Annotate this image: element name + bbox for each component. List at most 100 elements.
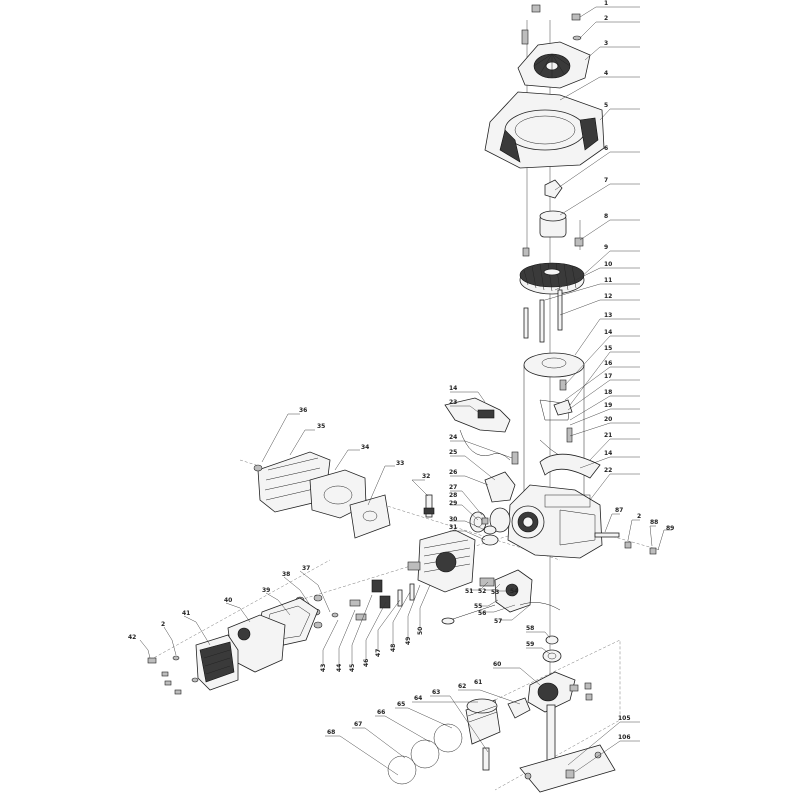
callout-49: 49 <box>405 637 412 645</box>
callout-55: 55 <box>474 603 482 610</box>
callout-30: 30 <box>449 516 457 523</box>
air-filter-screws <box>147 655 199 695</box>
callout-63: 63 <box>432 689 440 696</box>
callout-11: 11 <box>604 277 612 284</box>
callout-106: 106 <box>618 734 631 741</box>
callout-20: 20 <box>604 416 612 423</box>
callout-31: 31 <box>449 524 457 531</box>
callout-14-third: 14 <box>449 385 457 392</box>
starter-pulley-cover <box>517 41 591 89</box>
callout-36: 36 <box>299 407 307 414</box>
callout-24: 24 <box>449 434 457 441</box>
callout-64: 64 <box>414 695 422 702</box>
callout-26: 26 <box>449 469 457 476</box>
callout-41: 41 <box>182 610 190 617</box>
callout-58: 58 <box>526 625 534 632</box>
connecting-rod-bolts <box>569 682 593 701</box>
callout-40: 40 <box>224 597 232 604</box>
callout-38: 38 <box>282 571 290 578</box>
callout-42: 42 <box>128 634 136 641</box>
callout-67: 67 <box>354 721 362 728</box>
callout-1: 1 <box>604 0 608 7</box>
callout-54: 54 <box>510 588 518 595</box>
callout-53: 53 <box>491 589 499 596</box>
callout-22: 22 <box>604 467 612 474</box>
callout-61: 61 <box>474 679 482 686</box>
studs-and-bolts <box>523 289 563 343</box>
callout-6: 6 <box>604 145 608 152</box>
callout-35: 35 <box>317 423 325 430</box>
callout-46: 46 <box>363 659 370 667</box>
starter-cup-parts <box>522 179 584 257</box>
callout-27: 27 <box>449 484 457 491</box>
callout-43: 43 <box>320 664 327 672</box>
callout-34: 34 <box>361 444 369 451</box>
callout-21: 21 <box>604 432 612 439</box>
callout-66: 66 <box>377 709 385 716</box>
callout-8: 8 <box>604 213 608 220</box>
head-gasket-and-small-parts <box>481 517 499 546</box>
intake-port-parts <box>469 471 516 533</box>
leader-lines <box>139 6 672 776</box>
callout-29: 29 <box>449 500 457 507</box>
callout-labels: 1 2 3 4 5 6 7 8 9 10 11 12 13 14 15 16 1… <box>128 0 674 741</box>
callout-14-second: 14 <box>604 450 612 457</box>
callout-45: 45 <box>349 664 356 672</box>
callout-25: 25 <box>449 449 457 456</box>
ignition-coil <box>444 397 519 465</box>
callout-32: 32 <box>422 473 430 480</box>
cooling-shroud-column <box>523 352 591 500</box>
callout-9: 9 <box>604 244 608 251</box>
air-filter-housing <box>195 634 239 691</box>
callout-68: 68 <box>327 729 335 736</box>
carburetor <box>479 569 533 613</box>
callout-14: 14 <box>604 329 612 336</box>
callout-39: 39 <box>262 587 270 594</box>
nut-and-washer-top <box>521 4 582 45</box>
flywheel <box>519 262 585 295</box>
ignition-module-small-parts <box>539 379 601 479</box>
callout-47: 47 <box>375 649 382 657</box>
callout-56: 56 <box>478 610 486 617</box>
recoil-starter-housing <box>484 91 605 169</box>
callout-2-left: 2 <box>161 621 165 628</box>
callout-65: 65 <box>397 701 405 708</box>
callout-7: 7 <box>604 177 608 184</box>
callout-89: 89 <box>666 525 674 532</box>
callout-5: 5 <box>604 102 608 109</box>
valve-springs <box>349 579 415 621</box>
callout-19: 19 <box>604 402 612 409</box>
callout-10: 10 <box>604 261 612 268</box>
callout-16: 16 <box>604 360 612 367</box>
throttle-rod <box>441 602 561 625</box>
piston-and-rings <box>387 698 501 785</box>
callout-2: 2 <box>604 15 608 22</box>
right-side-bolts <box>594 532 657 555</box>
callout-87: 87 <box>615 507 623 514</box>
cylinder-head <box>407 529 476 593</box>
spark-plug <box>423 494 435 518</box>
callout-88: 88 <box>650 519 658 526</box>
callout-2-right: 2 <box>637 513 641 520</box>
valve-cover <box>227 614 286 673</box>
callout-57: 57 <box>494 618 502 625</box>
callout-44: 44 <box>336 664 343 672</box>
callout-18: 18 <box>604 389 612 396</box>
callout-48: 48 <box>390 644 397 652</box>
crankcase-block <box>507 484 603 559</box>
callout-62: 62 <box>458 683 466 690</box>
callout-51: 51 <box>465 588 473 595</box>
callout-23: 23 <box>449 399 457 406</box>
callout-52: 52 <box>478 588 486 595</box>
callout-59: 59 <box>526 641 534 648</box>
exhaust-gasket <box>349 494 391 539</box>
crank-bearing-parts <box>542 635 562 663</box>
callout-33: 33 <box>396 460 404 467</box>
callout-60: 60 <box>493 661 501 668</box>
callout-105: 105 <box>618 715 631 722</box>
callout-4: 4 <box>604 70 608 77</box>
callout-12: 12 <box>604 293 612 300</box>
callout-50: 50 <box>417 627 424 635</box>
